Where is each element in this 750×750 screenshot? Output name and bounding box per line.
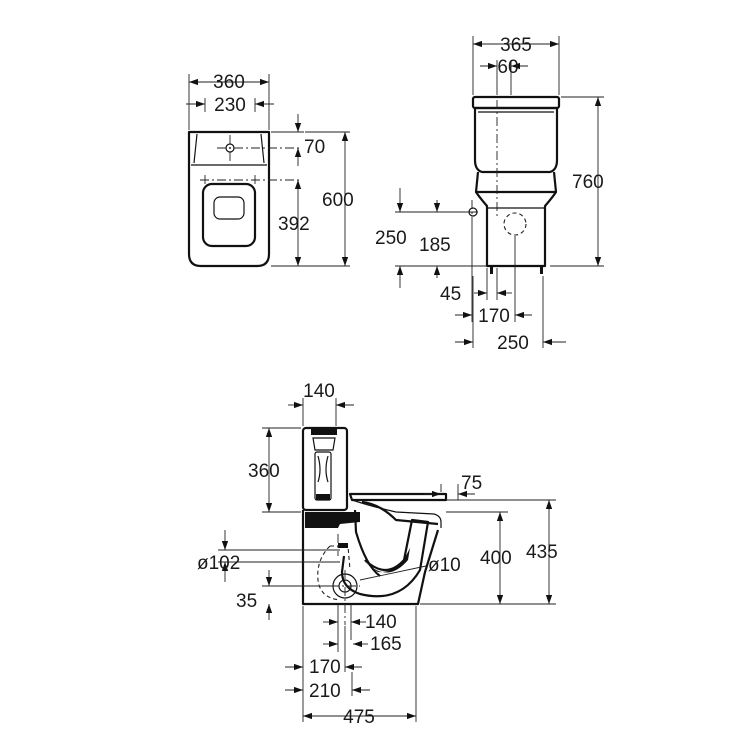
dim-45: 45 xyxy=(440,284,461,305)
dim-360-top: 360 xyxy=(213,72,245,93)
dim-392: 392 xyxy=(278,214,310,235)
dim-140-outlet: 140 xyxy=(365,612,397,633)
front-view: 365 60 760 250 185 45 xyxy=(375,35,604,354)
dim-210: 210 xyxy=(309,681,341,702)
dim-185: 185 xyxy=(419,235,451,256)
dim-600: 600 xyxy=(322,190,354,211)
side-view: 140 360 75 400 435 ø102 xyxy=(197,381,558,728)
dim-diameter-102: ø102 xyxy=(197,553,240,574)
dim-170-outlet: 170 xyxy=(309,657,341,678)
front-view-outline xyxy=(468,95,561,274)
dim-140-tank: 140 xyxy=(303,381,335,402)
dim-75: 75 xyxy=(461,473,482,494)
dim-475: 475 xyxy=(343,707,375,728)
dim-250-inlet: 250 xyxy=(375,228,407,249)
dim-170-front: 170 xyxy=(478,306,510,327)
side-view-dimensions: 140 360 75 400 435 ø102 xyxy=(197,381,558,728)
dim-60: 60 xyxy=(497,57,518,78)
dim-230-top: 230 xyxy=(214,95,246,116)
dim-165: 165 xyxy=(370,634,402,655)
dim-435: 435 xyxy=(526,542,558,563)
top-view-dimensions: 360 230 70 600 392 xyxy=(186,72,354,267)
dim-diameter-10: ø10 xyxy=(428,555,461,576)
dim-70: 70 xyxy=(304,137,325,158)
front-view-dimensions: 365 60 760 250 185 45 xyxy=(375,35,604,354)
dim-365: 365 xyxy=(500,35,532,56)
dim-760: 760 xyxy=(572,172,604,193)
dim-35: 35 xyxy=(236,591,257,612)
top-view: 360 230 70 600 392 xyxy=(186,72,354,268)
dim-400: 400 xyxy=(480,548,512,569)
top-view-outline xyxy=(187,130,300,268)
dim-250-base: 250 xyxy=(497,333,529,354)
dim-360-tank: 360 xyxy=(248,461,280,482)
side-view-outline xyxy=(301,426,448,625)
